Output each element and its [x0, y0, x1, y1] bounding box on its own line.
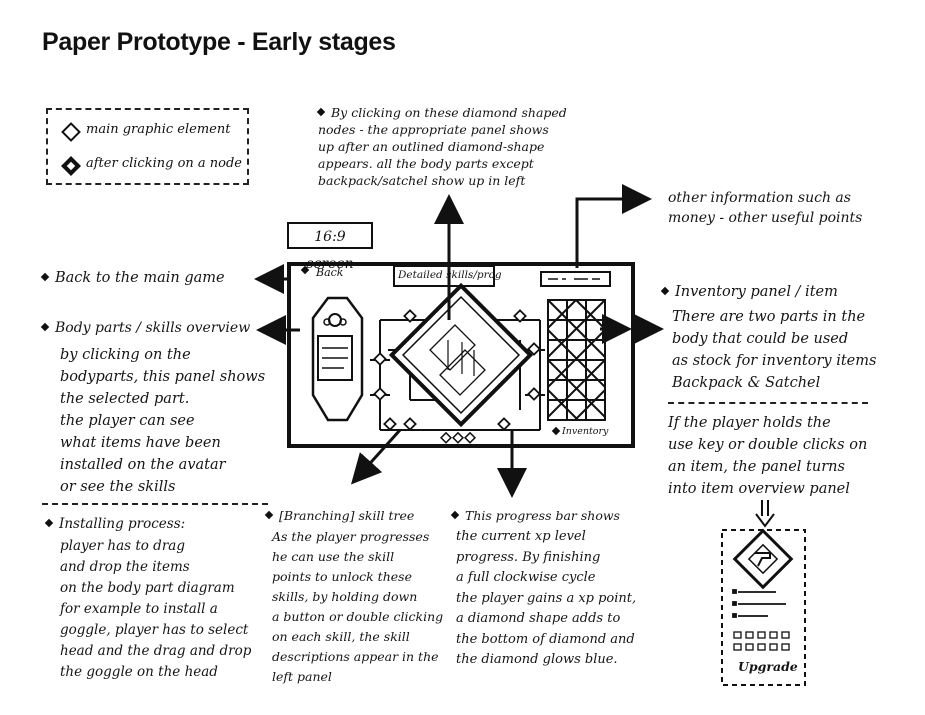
- note-bullet-icon: [264, 510, 274, 520]
- note-bodyparts-title: Body parts / skills overview: [40, 318, 251, 339]
- note-progress-title: This progress bar shows: [450, 505, 620, 526]
- note-inventory-title-text: Inventory panel / item: [675, 284, 838, 300]
- arrow-skilltree: [350, 428, 402, 485]
- note-bodyparts-body: by clicking on the bodyparts, this panel…: [60, 347, 266, 495]
- note-back: Back to the main game: [40, 268, 225, 289]
- note-bullet-icon: [44, 518, 54, 528]
- legend-clicked-label: after clicking on a node: [86, 156, 242, 171]
- note-bullet-icon: [40, 272, 50, 282]
- inventory-grid: [547, 299, 606, 421]
- upgrade-label: Upgrade: [738, 659, 798, 674]
- legend-main-label: main graphic element: [86, 122, 231, 137]
- detailed-skills-tab: [393, 265, 495, 287]
- mock-inventory-label: Inventory: [562, 426, 609, 437]
- note-installing-body: player has to drag and drop the items on…: [60, 538, 252, 680]
- note-skilltree-body: As the player progresses he can use the …: [272, 529, 444, 684]
- game-screen-frame: [287, 262, 635, 448]
- note-progress-body: the current xp level progress. By finish…: [456, 529, 637, 667]
- bodyparts-panel: [311, 296, 364, 422]
- item-overview-panel: [721, 529, 806, 686]
- note-inventory-title: Inventory panel / item: [660, 282, 838, 303]
- mock-back-label: Back: [316, 266, 344, 279]
- installing-separator: [42, 503, 268, 505]
- arrow-other-info: [575, 184, 652, 268]
- note-other-info: other information such as money - other …: [668, 190, 863, 226]
- note-back-text: Back to the main game: [55, 270, 225, 286]
- page-title: Paper Prototype - Early stages: [42, 28, 396, 56]
- note-diamond-nodes-text: By clicking on these diamond shaped node…: [318, 105, 567, 188]
- inventory-separator: [668, 402, 868, 404]
- central-diamond: [388, 282, 534, 428]
- mock-detailed-label: Detailed skills/prog: [398, 269, 502, 281]
- note-inventory-use: If the player holds the use key or doubl…: [668, 415, 868, 497]
- note-installing-title: Installing process:: [44, 514, 186, 535]
- note-bodyparts-title-text: Body parts / skills overview: [55, 320, 251, 336]
- back-button-sketch: [300, 265, 310, 275]
- item-overview-arrow: [755, 500, 775, 528]
- note-inventory-body: There are two parts in the body that cou…: [672, 309, 877, 391]
- note-installing-title-text: Installing process:: [59, 516, 186, 532]
- note-diamond-nodes: By clicking on these diamond shaped node…: [316, 104, 567, 189]
- note-progress-title-text: This progress bar shows: [465, 508, 620, 523]
- note-skilltree-title-text: [Branching] skill tree: [279, 508, 415, 523]
- note-bullet-icon: [660, 286, 670, 296]
- note-bullet-icon: [450, 510, 460, 520]
- note-bullet-icon: [40, 322, 50, 332]
- skill-nodes: [373, 309, 541, 431]
- note-skilltree-title: [Branching] skill tree: [264, 505, 415, 526]
- legend-box: main graphic element after clicking on a…: [46, 108, 249, 185]
- note-bullet-icon: [316, 107, 326, 117]
